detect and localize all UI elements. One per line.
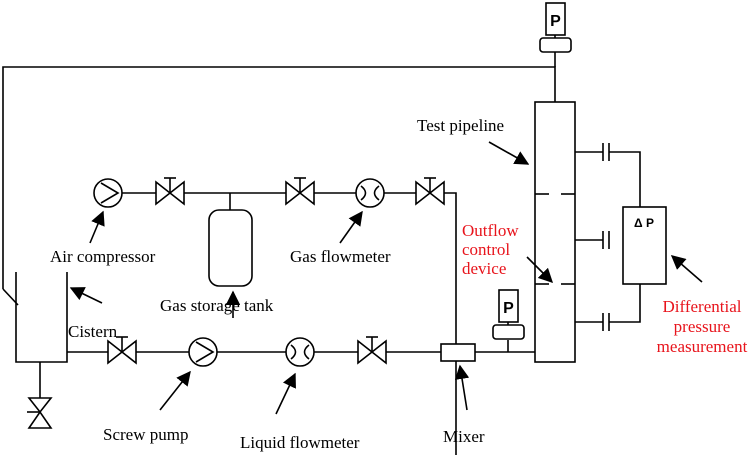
svg-text:Differential: Differential: [663, 297, 742, 316]
cistern: [15, 272, 68, 398]
liquid-valve-2-icon[interactable]: [357, 336, 387, 365]
return-line: [2, 66, 556, 289]
test-pipeline-label: Test pipeline: [417, 116, 504, 135]
air-compressor-icon[interactable]: [93, 178, 123, 208]
svg-text:Outflow: Outflow: [462, 221, 519, 240]
svg-text:P: P: [503, 300, 514, 317]
svg-text:device: device: [462, 259, 506, 278]
liquid-flowmeter-icon[interactable]: [285, 337, 315, 367]
mixer-pressure-gauge-icon: P: [492, 289, 525, 340]
gas-flowmeter-label: Gas flowmeter: [290, 247, 391, 266]
svg-text:P: P: [550, 13, 561, 30]
outflow-control-device-label: Outflow control device: [462, 221, 519, 278]
mixer-icon: [440, 343, 476, 362]
svg-text:pressure: pressure: [674, 317, 731, 336]
top-pressure-gauge-icon: P: [539, 2, 572, 58]
liquid-flowmeter-label: Liquid flowmeter: [240, 433, 360, 452]
annotation-arrows: [69, 141, 703, 415]
gas-storage-tank-icon: [208, 209, 253, 287]
gas-valve-1-icon[interactable]: [155, 177, 185, 206]
liquid-valve-1-icon[interactable]: [107, 336, 137, 365]
gas-valve-3-icon[interactable]: [415, 177, 445, 206]
svg-text:measurement: measurement: [657, 337, 748, 356]
screw-pump-icon[interactable]: [188, 337, 218, 367]
svg-text:control: control: [462, 240, 510, 259]
differential-pressure-measurement-label: Differential pressure measurement: [657, 297, 748, 356]
test-pipeline: [534, 101, 576, 363]
pressure-taps: [575, 143, 641, 331]
gas-line: [122, 192, 457, 455]
gas-flowmeter-icon[interactable]: [355, 178, 385, 208]
drain-valve-icon[interactable]: [27, 397, 53, 429]
gas-storage-tank-label: Gas storage tank: [160, 296, 274, 315]
screw-pump-label: Screw pump: [103, 425, 188, 444]
differential-pressure-gauge-icon: Δ P: [622, 206, 667, 285]
gas-valve-2-icon[interactable]: [285, 177, 315, 206]
air-compressor-label: Air compressor: [50, 247, 156, 266]
mixer-label: Mixer: [443, 427, 485, 446]
cistern-label: Cistern: [68, 322, 118, 341]
svg-text:Δ P: Δ P: [634, 216, 654, 230]
